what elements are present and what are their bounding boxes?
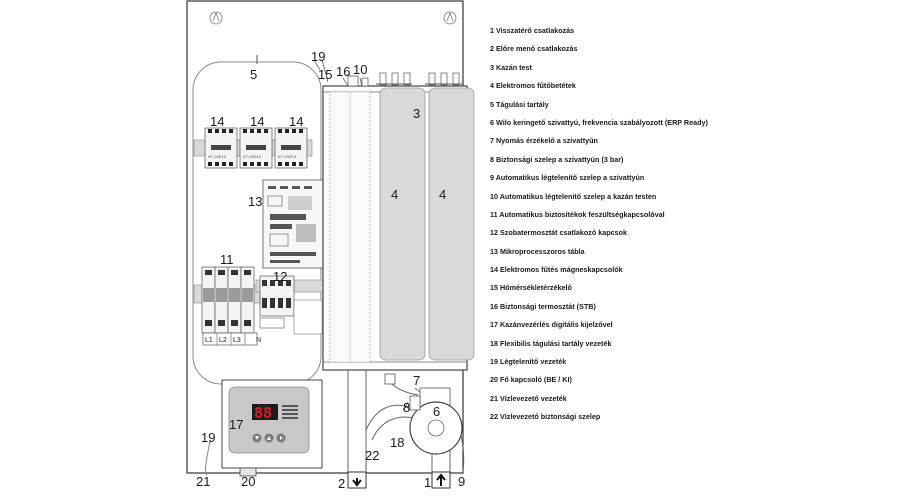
callout-9: 9: [458, 474, 465, 489]
callout-13: 13: [248, 194, 262, 209]
callout-21: 21: [196, 474, 210, 489]
circulation-pump: [384, 373, 463, 455]
callout-19b: 19: [201, 430, 215, 445]
legend-item-6: 6 Wilo keringető szivattyú, frekvencia s…: [490, 117, 708, 127]
flow-connection: [347, 471, 367, 489]
legend-item-3: 3 Kazán test: [490, 62, 532, 72]
contactor-1-label: KT-09D10: [208, 154, 227, 159]
contactor-rail: KT-09D10 KT-09D10 KT-09D10: [193, 127, 313, 169]
heating-element-2: [428, 87, 475, 361]
callout-5: 5: [250, 67, 257, 82]
legend-item-20: 20 Fő kapcsoló (BE / KI): [490, 375, 572, 385]
legend-item-9: 9 Automatikus légtelenítő szelep a sziva…: [490, 173, 645, 183]
callout-6: 6: [433, 404, 440, 419]
digital-display: [252, 404, 278, 420]
thermostat-terminals: [255, 275, 325, 335]
callout-11: 11: [220, 252, 234, 267]
contactor-3-label: KT-09D10: [278, 154, 297, 159]
terminal-l2: L2: [219, 337, 227, 344]
legend-item-2: 2 Előre menő csatlakozás: [490, 44, 578, 54]
callout-1: 1: [424, 475, 431, 490]
callout-14c: 14: [289, 114, 303, 129]
callout-14b: 14: [250, 114, 264, 129]
mounting-holes: [209, 11, 457, 25]
callout-14a: 14: [210, 114, 224, 129]
legend-item-10: 10 Automatikus légtelenítő szelep a kazá…: [490, 191, 657, 201]
callout-15: 15: [318, 67, 332, 82]
legend-item-11: 11 Automatikus biztosítékok feszültségka…: [490, 209, 665, 219]
microprocessor-board: [262, 179, 324, 269]
leader-lines: [313, 59, 421, 411]
circuit-breakers: L1 L2 L3 N: [193, 266, 261, 346]
callout-19a: 19: [311, 49, 325, 64]
legend-item-13: 13 Mikroprocesszoros tábla: [490, 246, 585, 256]
drain-pipe: [205, 439, 211, 476]
callout-2: 2: [338, 476, 345, 491]
callout-10: 10: [353, 62, 367, 77]
callout-17: 17: [229, 417, 243, 432]
legend-item-7: 7 Nyomás érzékelő a szivattyún: [490, 136, 598, 146]
legend-item-4: 4 Elektromos fűtőbetétek: [490, 81, 576, 91]
legend-item-21: 21 Vízlevezető vezeték: [490, 393, 567, 403]
legend-item-12: 12 Szobatermosztát csatlakozó kapcsok: [490, 228, 628, 238]
legend-item-8: 8 Biztonsági szelep a szivattyún (3 bar): [490, 154, 624, 164]
contactor-3: [274, 127, 308, 169]
main-switch: [239, 467, 257, 477]
boiler-body: [322, 72, 475, 371]
callout-18: 18: [390, 435, 404, 450]
legend-item-14: 14 Elektromos fűtés mágneskapcsolók: [490, 265, 623, 275]
callout-3: 3: [413, 106, 420, 121]
legend-item-22: 22 Vízlevezető biztonsági szelep: [490, 412, 601, 422]
legend-item-15: 15 Hőmérsékletérzékelő: [490, 283, 572, 293]
contactor-2-label: KT-09D10: [243, 154, 262, 159]
callout-20: 20: [241, 474, 255, 489]
legend-item-1: 1 Visszatérő csatlakozás: [490, 26, 575, 35]
terminal-n: N: [256, 337, 261, 344]
legend-item-19: 19 Légtelenítő vezeték: [490, 357, 567, 367]
callout-22: 22: [365, 448, 379, 463]
legend-list: 1 Visszatérő csatlakozás 2 Előre menő cs…: [490, 22, 890, 427]
legend-item-5: 5 Tágulási tartály: [490, 99, 549, 109]
callout-4b: 4: [439, 187, 446, 202]
contactor-1: [204, 127, 238, 169]
terminal-l1: L1: [205, 337, 213, 344]
legend-item-16: 16 Biztonsági termosztát (STB): [490, 301, 596, 311]
callout-16: 16: [336, 64, 350, 79]
controller-unit: 88: [221, 379, 323, 469]
callout-8: 8: [403, 400, 410, 415]
callout-7: 7: [413, 373, 420, 388]
terminal-l3: L3: [233, 337, 241, 344]
heating-element-1: [379, 87, 426, 361]
contactor-2: [239, 127, 273, 169]
legend-item-17: 17 Kazánvezérlés digitális kijelzővel: [490, 320, 613, 330]
legend-item-18: 18 Flexibilis tágulási tartály vezeték: [490, 338, 612, 348]
display-value: 88: [254, 404, 272, 422]
return-connection: [431, 471, 451, 489]
callout-12: 12: [273, 269, 287, 284]
callout-4a: 4: [391, 187, 398, 202]
